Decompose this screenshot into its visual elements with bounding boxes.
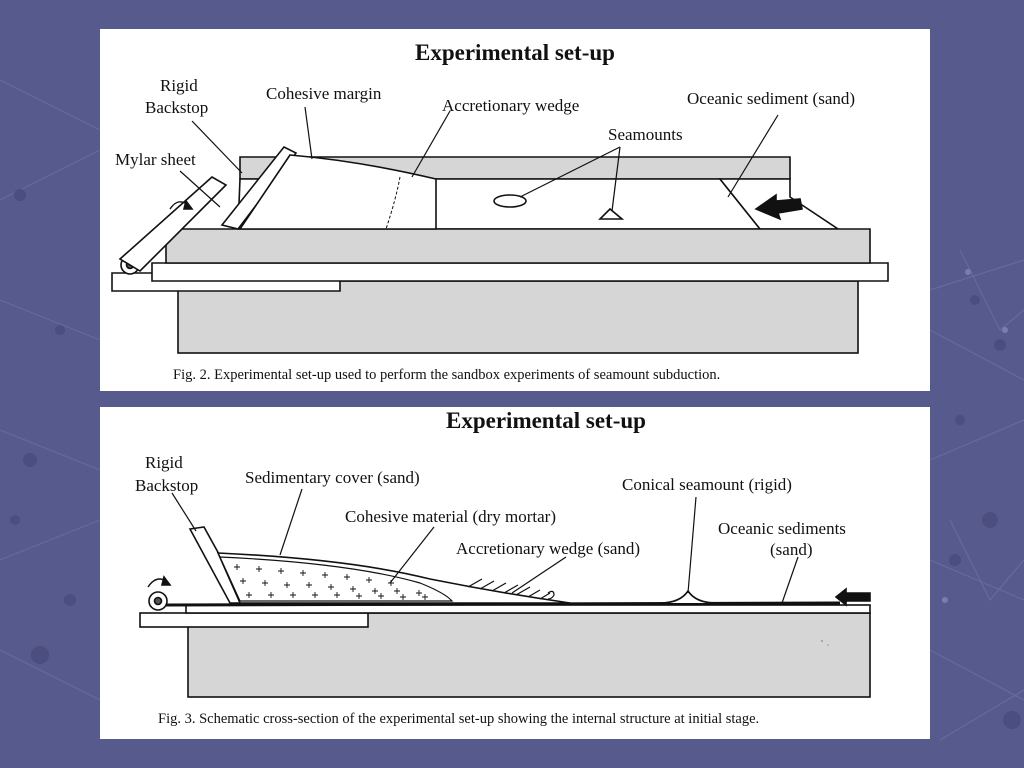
push-direction-arrow-icon <box>754 193 803 221</box>
label-rigid-backstop-line1: Rigid <box>160 76 198 95</box>
seamount-small <box>598 207 625 220</box>
figure-3-diagram: Experimental set-up <box>135 408 871 727</box>
cohesive-margin <box>238 154 437 230</box>
leader-cohesive-margin <box>304 106 313 160</box>
accretionary-wedge-faults <box>467 578 555 600</box>
label-oceanic-sediments-line2: (sand) <box>770 540 812 559</box>
rigid-backstop <box>220 145 298 230</box>
leader-cohesive-material <box>389 526 435 584</box>
rotation-arrowhead-icon <box>160 575 172 586</box>
seamount-large <box>493 194 527 208</box>
front-wall <box>165 228 871 264</box>
leader-accretionary-wedge <box>511 556 567 594</box>
leader-lines <box>171 488 799 604</box>
figure-3-panel: Experimental set-up <box>100 407 930 739</box>
leader-lines <box>179 106 779 212</box>
label-accretionary-wedge: Accretionary wedge (sand) <box>456 539 640 558</box>
cohesive-material <box>219 556 454 602</box>
leader-oceanic-sediment <box>727 114 779 198</box>
leader-accretionary-wedge <box>411 110 451 178</box>
mylar-sheet-roll <box>118 176 228 273</box>
label-cohesive-material: Cohesive material (dry mortar) <box>345 507 556 526</box>
push-direction-arrow-icon <box>834 587 871 607</box>
label-rigid-backstop-line1: Rigid <box>145 453 183 472</box>
leader-backstop <box>171 492 197 532</box>
mylar-base-plate <box>151 262 889 282</box>
leader-seamount-1 <box>519 146 621 198</box>
cross-section-apparatus <box>139 526 871 698</box>
leader-backstop <box>191 120 243 174</box>
label-rigid-backstop-line2: Backstop <box>145 98 208 117</box>
noise-dot <box>827 644 829 646</box>
figure-2-caption: Fig. 2. Experimental set-up used to perf… <box>173 367 720 383</box>
base-plate <box>185 604 871 614</box>
label-rigid-backstop-line2: Backstop <box>135 476 198 495</box>
label-mylar-sheet: Mylar sheet <box>115 150 196 169</box>
label-cohesive-margin: Cohesive margin <box>266 84 382 103</box>
leader-conical-seamount <box>687 496 697 594</box>
label-oceanic-sediments-line1: Oceanic sediments <box>718 519 846 538</box>
sandbox-apparatus <box>111 145 889 354</box>
base-block <box>177 280 859 354</box>
label-sedimentary-cover: Sedimentary cover (sand) <box>245 468 420 487</box>
label-oceanic-sediment: Oceanic sediment (sand) <box>687 89 855 108</box>
roller-axle <box>153 596 163 606</box>
rotation-arrowhead-icon <box>182 199 194 210</box>
leader-sedimentary-cover <box>279 488 303 556</box>
leader-seamount-2 <box>611 146 621 212</box>
figure-3-caption: Fig. 3. Schematic cross-section of the e… <box>158 711 759 727</box>
label-accretionary-wedge: Accretionary wedge <box>442 96 579 115</box>
figure-2-diagram: Experimental set-up <box>111 40 889 383</box>
label-seamounts: Seamounts <box>608 125 683 144</box>
leader-mylar-sheet <box>179 170 221 208</box>
cohesive-material-pattern <box>234 564 428 600</box>
leader-oceanic-sediments <box>781 556 799 604</box>
figure-3-title: Experimental set-up <box>446 408 646 433</box>
figure-2-panel: Experimental set-up <box>100 29 930 391</box>
left-rail <box>139 612 369 628</box>
noise-dot <box>821 640 823 642</box>
figure-2-title: Experimental set-up <box>415 40 615 65</box>
label-conical-seamount: Conical seamount (rigid) <box>622 475 792 494</box>
